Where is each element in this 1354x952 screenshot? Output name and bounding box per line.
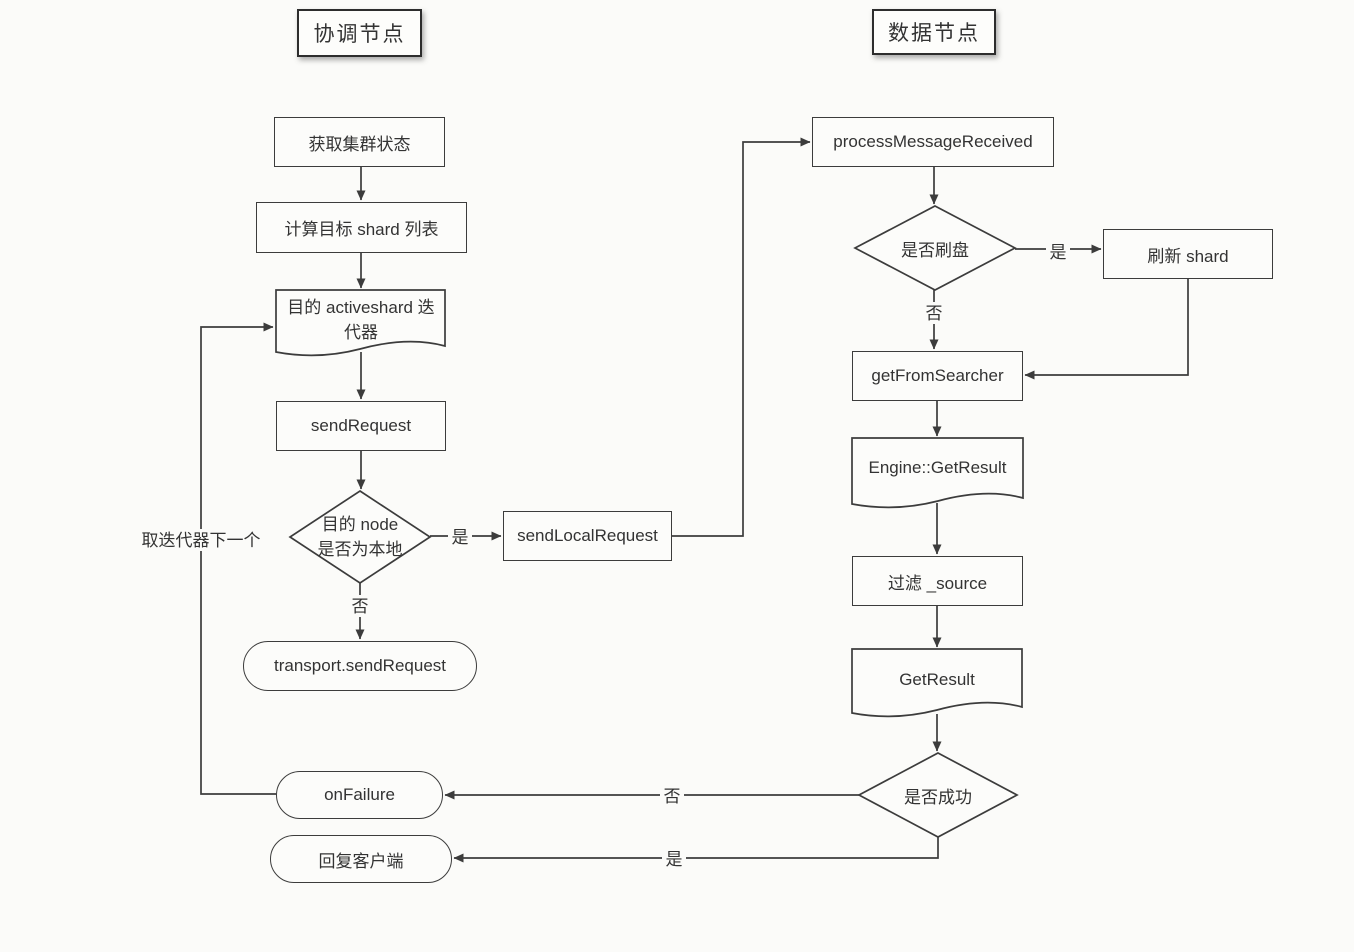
node-get-cluster-state: 获取集群状态 bbox=[274, 117, 445, 167]
node-send-local-request: sendLocalRequest bbox=[503, 511, 672, 561]
edge-label-take-next-iterator: 取迭代器下一个 bbox=[140, 529, 262, 551]
doc-activeshard-iterator bbox=[275, 289, 446, 357]
edge-label-success-no: 否 bbox=[660, 785, 684, 807]
edge-refresh-to-searcher bbox=[1024, 279, 1189, 380]
lane-title-data-node: 数据节点 bbox=[872, 9, 996, 55]
diamond-is-flush bbox=[853, 205, 1017, 291]
edge-success-yes-reply bbox=[453, 837, 939, 863]
doc-getresult bbox=[851, 648, 1023, 718]
edge-sendlocal-to-process bbox=[672, 137, 811, 537]
edge-label-flush-yes: 是 bbox=[1046, 241, 1070, 263]
node-process-message-received: processMessageReceived bbox=[812, 117, 1054, 167]
diamond-is-node-local bbox=[288, 489, 432, 585]
node-refresh-shard: 刷新 shard bbox=[1103, 229, 1273, 279]
terminator-on-failure: onFailure bbox=[276, 771, 443, 819]
terminator-transport-send-request: transport.sendRequest bbox=[243, 641, 477, 691]
edge-label-node-local-yes: 是 bbox=[448, 526, 472, 548]
doc-engine-getresult bbox=[851, 437, 1024, 509]
edge-label-flush-no: 否 bbox=[922, 302, 946, 324]
diamond-is-success bbox=[857, 752, 1019, 838]
lane-title-coordinator: 协调节点 bbox=[297, 9, 422, 57]
node-get-from-searcher: getFromSearcher bbox=[852, 351, 1023, 401]
edge-onfailure-loop-iterator bbox=[200, 322, 276, 795]
edge-label-success-yes: 是 bbox=[662, 848, 686, 870]
node-compute-shard-list: 计算目标 shard 列表 bbox=[256, 202, 467, 253]
node-filter-source: 过滤 _source bbox=[852, 556, 1023, 606]
terminator-reply-client: 回复客户端 bbox=[270, 835, 452, 883]
node-send-request: sendRequest bbox=[276, 401, 446, 451]
edge-label-node-local-no: 否 bbox=[348, 595, 372, 617]
